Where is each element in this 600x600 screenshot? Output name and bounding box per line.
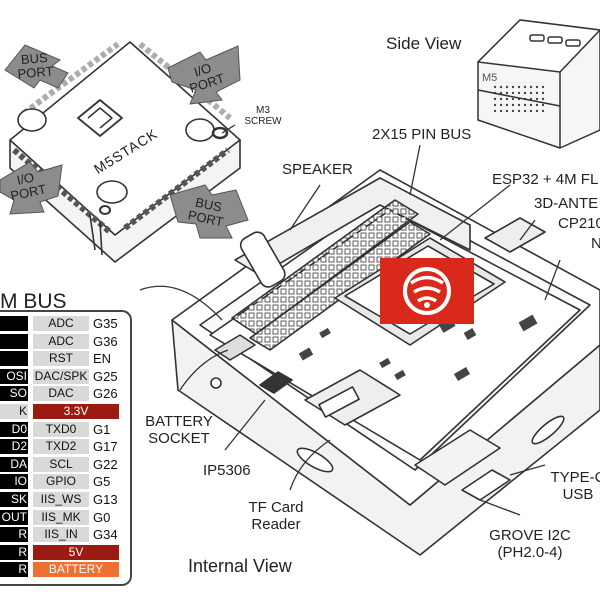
bus-pin-left-cell: D0 — [0, 421, 28, 437]
bus-pin-function-cell: RST — [33, 351, 89, 367]
bus-pin-function-cell: SCL — [33, 456, 89, 472]
bus-port-arrow-bottom — [169, 184, 249, 239]
antenna-label: 3D-ANTE — [534, 195, 599, 212]
ip5306-label: IP5306 — [203, 462, 251, 479]
bus-port-label-top: BUS PORT — [17, 49, 55, 82]
bus-pin-gpio-cell: G5 — [93, 474, 111, 490]
m3-screw-label: M3 SCREW — [244, 105, 282, 127]
internal-view-title: Internal View — [188, 556, 292, 576]
speaker-label: SPEAKER — [282, 161, 353, 178]
bus-pin-gpio-cell: EN — [93, 351, 112, 367]
tf-card-label: TF Card Reader — [248, 499, 304, 533]
bus-pin-function-cell: ADC — [33, 333, 89, 349]
bus-pin-left-cell — [0, 351, 28, 367]
bus-pin-function-cell: IIS_MK — [33, 509, 89, 525]
grove-label: GROVE I2C (PH2.0-4) — [489, 527, 571, 561]
bus-pin-function-cell: DAC — [33, 386, 89, 402]
bus-pin-gpio-cell: G35 — [93, 316, 118, 331]
bus-pin-left-cell: OSI — [0, 368, 28, 384]
leader-lines — [139, 124, 561, 516]
cp210-n-label: N — [591, 235, 600, 252]
bus-pin-function-cell: ADC — [33, 316, 89, 331]
battery-socket-label: BATTERY SOCKET — [145, 413, 213, 447]
bus-table-title: M BUS — [0, 290, 67, 313]
bus-pin-left-cell: DA — [0, 456, 28, 472]
side-view-drawing — [477, 19, 600, 149]
bus-pin-function-cell: TXD0 — [33, 421, 89, 437]
esp32-label: ESP32 + 4M FL — [492, 171, 599, 188]
bus-power-cell: 5V — [33, 544, 119, 560]
bus-pin-gpio-cell: G13 — [93, 492, 118, 507]
bus-pin-left-cell: SO — [0, 386, 28, 402]
bus-pin-gpio-cell: G26 — [93, 386, 118, 402]
side-view-title: Side View — [386, 34, 462, 53]
bus-pin-gpio-cell: G0 — [93, 509, 111, 525]
bus-pin-row: ADC G35 — [0, 316, 128, 331]
espressif-logo — [380, 258, 474, 324]
bus-pin-row: R BATTERY — [0, 562, 128, 578]
bus-pin-left-cell — [0, 333, 28, 349]
bus-pin-function-cell: IIS_IN — [33, 527, 89, 543]
bus-pin-left-cell: D2 — [0, 439, 28, 455]
bus-pin-left-cell — [0, 316, 28, 331]
pin-bus-label: 2X15 PIN BUS — [372, 126, 472, 143]
bus-pin-gpio-cell: G1 — [93, 421, 111, 437]
bus-pin-function-cell: IIS_WS — [33, 492, 89, 507]
bus-pin-left-cell: K — [0, 404, 28, 419]
io-port-arrow-left — [0, 161, 63, 215]
bus-pin-left-cell: IO — [0, 474, 28, 490]
port-arrows — [0, 44, 249, 239]
bus-pin-gpio-cell: G17 — [93, 439, 118, 455]
bus-pin-left-cell: SK — [0, 492, 28, 507]
side-view-m5-mark: M5 — [482, 72, 498, 84]
bus-pin-row: SK IIS_WS G13 — [0, 492, 128, 507]
internal-case-drawing — [171, 169, 600, 556]
type-c-label: TYPE-C USB — [550, 469, 600, 503]
bus-power-cell: 3.3V — [33, 404, 119, 419]
bus-pin-left-cell: R — [0, 527, 28, 543]
closed-module-drawing — [9, 41, 241, 263]
bus-pin-gpio-cell: G22 — [93, 456, 118, 472]
bus-pin-row: R 5V — [0, 544, 128, 560]
bus-pin-gpio-cell: G36 — [93, 333, 118, 349]
io-port-arrow-top — [167, 45, 241, 105]
bus-pin-left-cell: R — [0, 544, 28, 560]
bus-port-arrow-top — [4, 44, 69, 89]
bus-power-cell: BATTERY — [33, 562, 119, 578]
bus-pin-function-cell: TXD2 — [33, 439, 89, 455]
bus-pin-function-cell: GPIO — [33, 474, 89, 490]
bus-pin-left-cell: R — [0, 562, 28, 578]
bus-pin-row: K 3.3V — [0, 404, 128, 419]
bus-pin-function-cell: DAC/SPK — [33, 368, 89, 384]
bus-pin-gpio-cell: G34 — [93, 527, 118, 543]
bus-pin-gpio-cell: G25 — [93, 368, 118, 384]
cp210-label: CP210 — [558, 215, 600, 232]
bus-pin-left-cell: OUT — [0, 509, 28, 525]
